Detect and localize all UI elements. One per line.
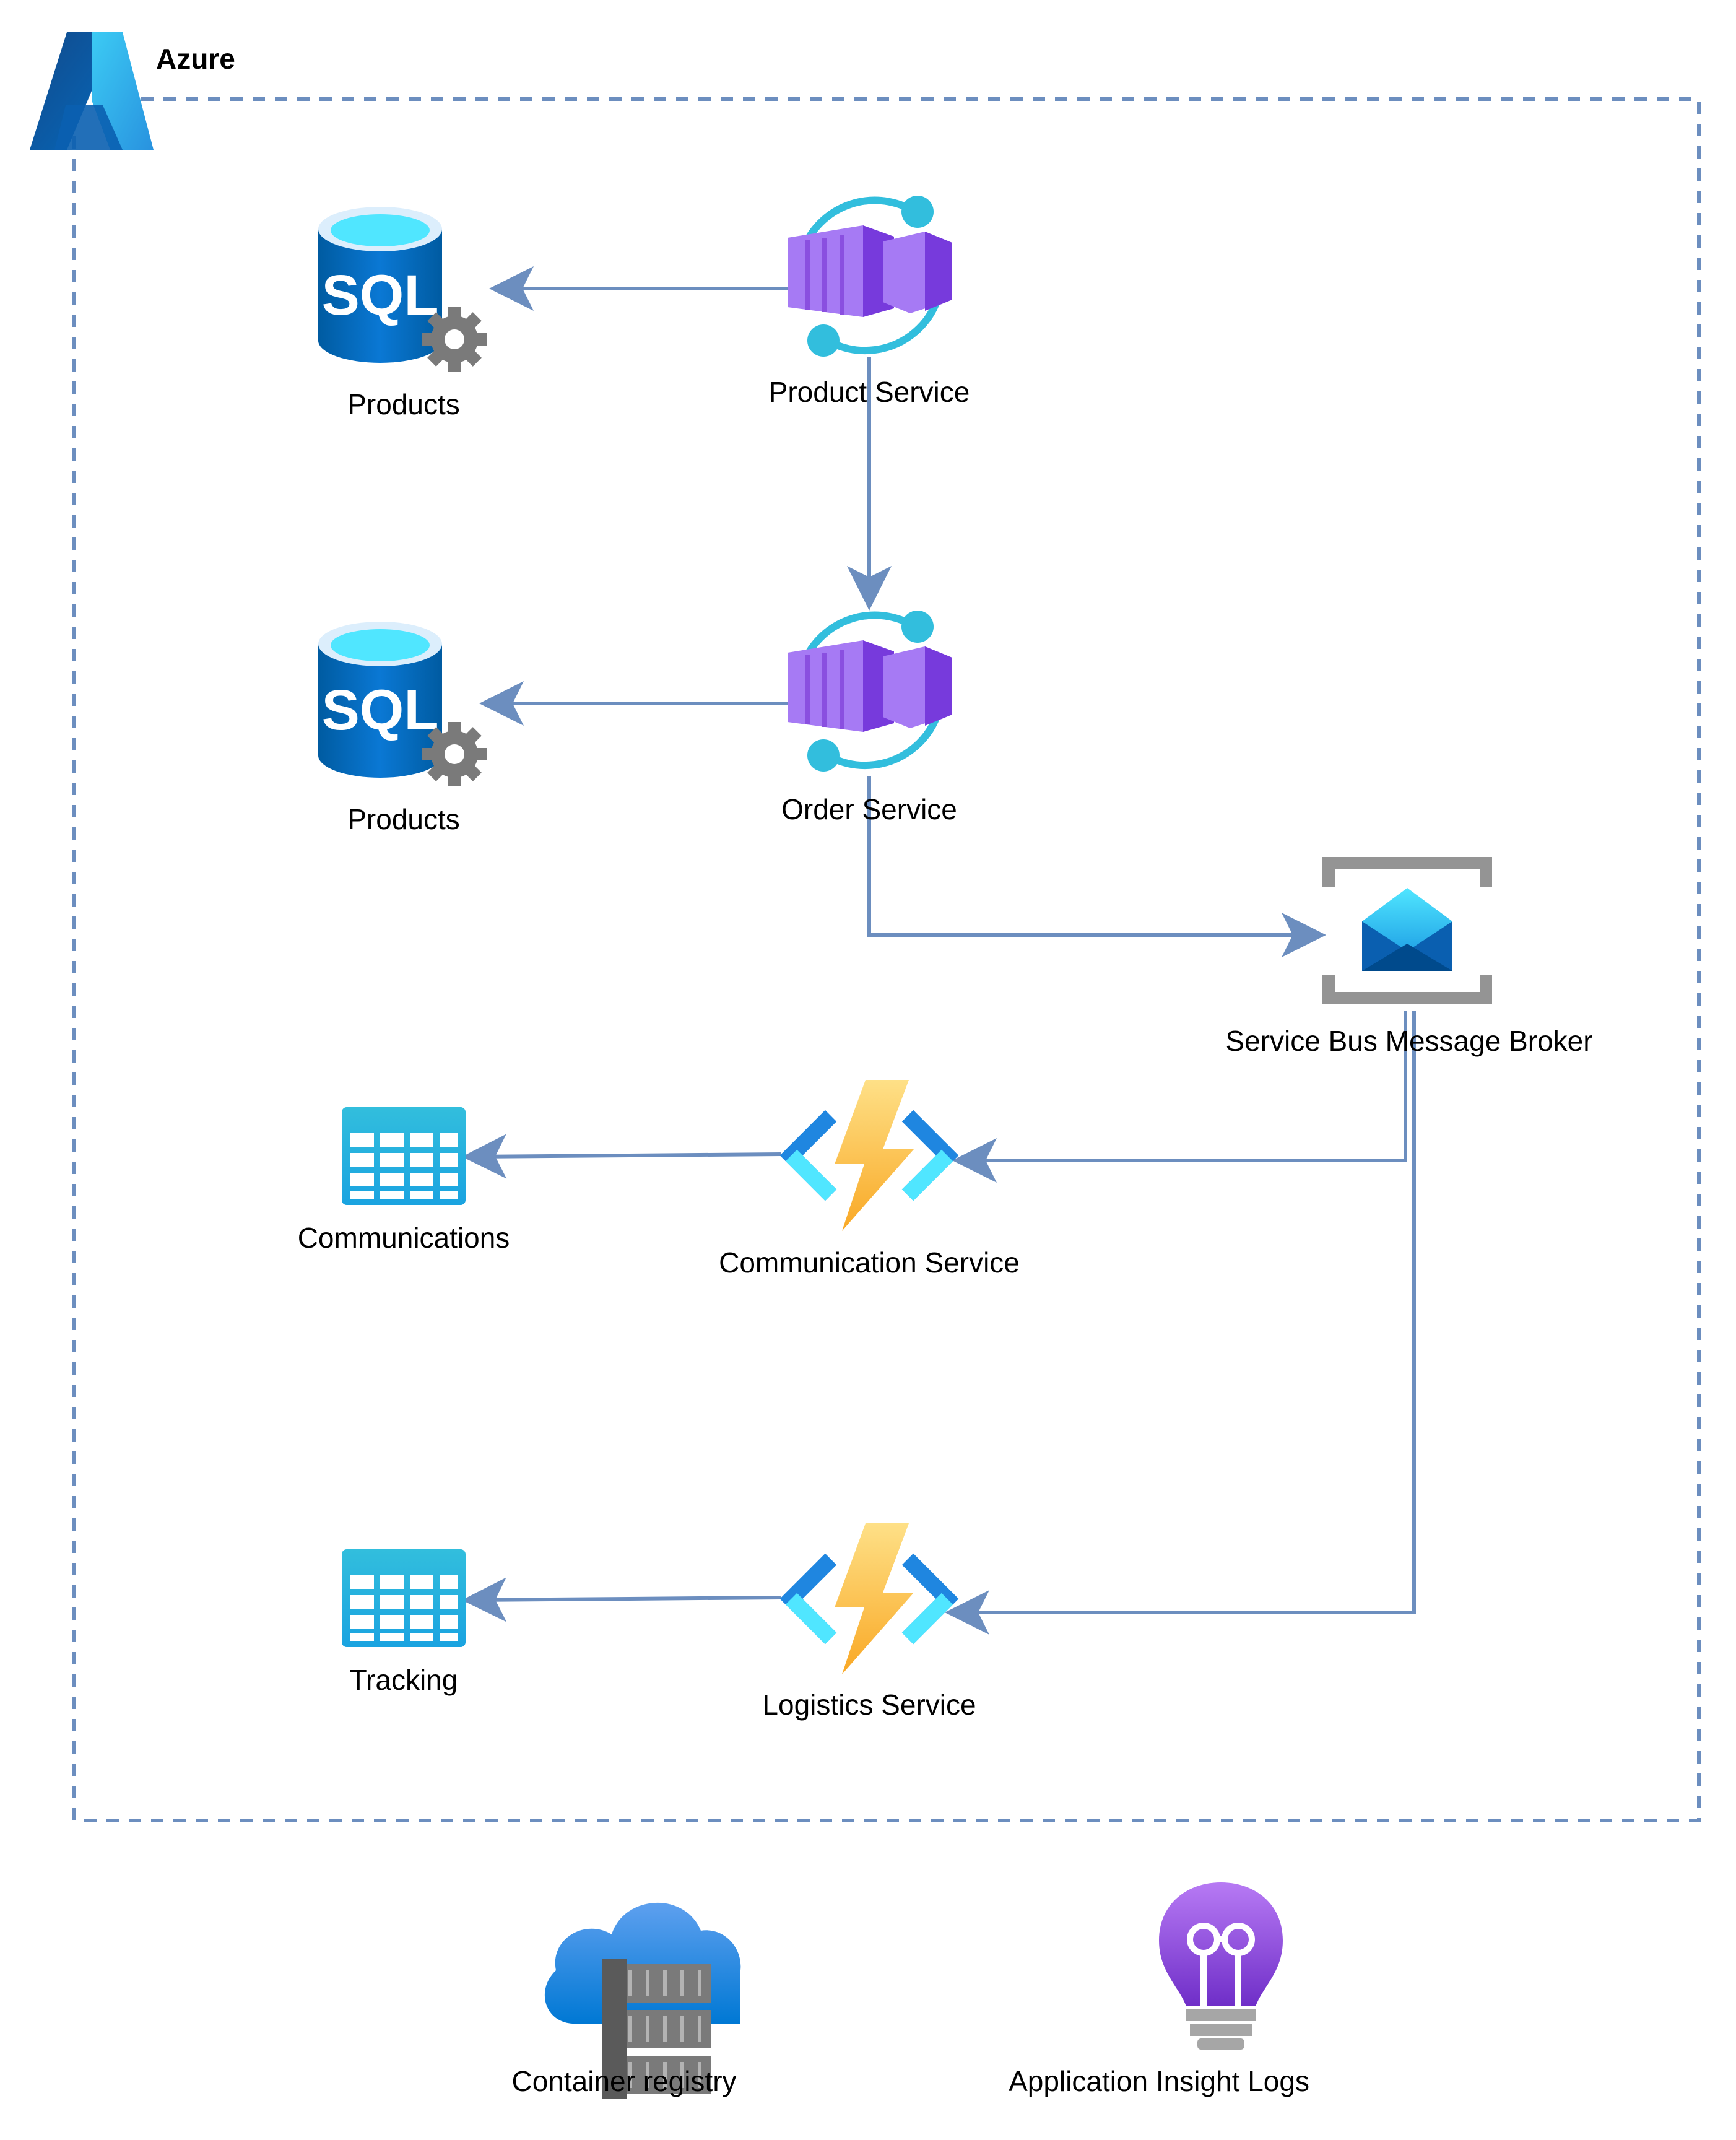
node-label-communication-service: Communication Service [719, 1246, 1020, 1279]
edge-order-to-service-bus [867, 776, 1326, 957]
node-label-order-service: Order Service [781, 793, 957, 825]
node-label-products-db-1: Products [347, 388, 460, 420]
node-label-logistics-service: Logistics Service [762, 1689, 976, 1721]
edge-bus-to-logistics [945, 1011, 1416, 1635]
edges [462, 266, 1416, 1635]
svg-text:SQL: SQL [321, 679, 438, 742]
azure-group-title: Azure [156, 43, 235, 75]
node-label-app-insights: Application Insight Logs [1009, 2065, 1309, 2097]
container-registry-icon [544, 1902, 741, 2099]
function-app-icon [779, 1523, 959, 1674]
sql-database-icon: SQL [318, 622, 487, 786]
node-label-container-registry: Container registry [511, 2065, 737, 2097]
edge-bus-to-communication [952, 1011, 1407, 1183]
table-storage-icon [342, 1549, 466, 1647]
container-app-icon [788, 611, 952, 772]
azure-boundary [72, 97, 1701, 1822]
svg-text:SQL: SQL [321, 264, 438, 327]
node-label-tracking: Tracking [349, 1664, 458, 1696]
container-app-icon [788, 196, 952, 357]
node-label-communications: Communications [297, 1222, 510, 1254]
node-label-products-db-2: Products [347, 803, 460, 835]
app-insights-icon [1159, 1882, 1283, 2050]
sql-database-icon: SQL [318, 207, 487, 372]
azure-logo-icon [30, 32, 154, 150]
service-bus-icon [1322, 857, 1492, 1004]
node-label-product-service: Product Service [768, 376, 970, 408]
edge-communication-to-table [462, 1134, 782, 1179]
node-label-service-bus: Service Bus Message Broker [1225, 1025, 1593, 1057]
edge-logistics-to-table [462, 1577, 782, 1622]
function-app-icon [779, 1080, 959, 1231]
table-storage-icon [342, 1107, 466, 1205]
